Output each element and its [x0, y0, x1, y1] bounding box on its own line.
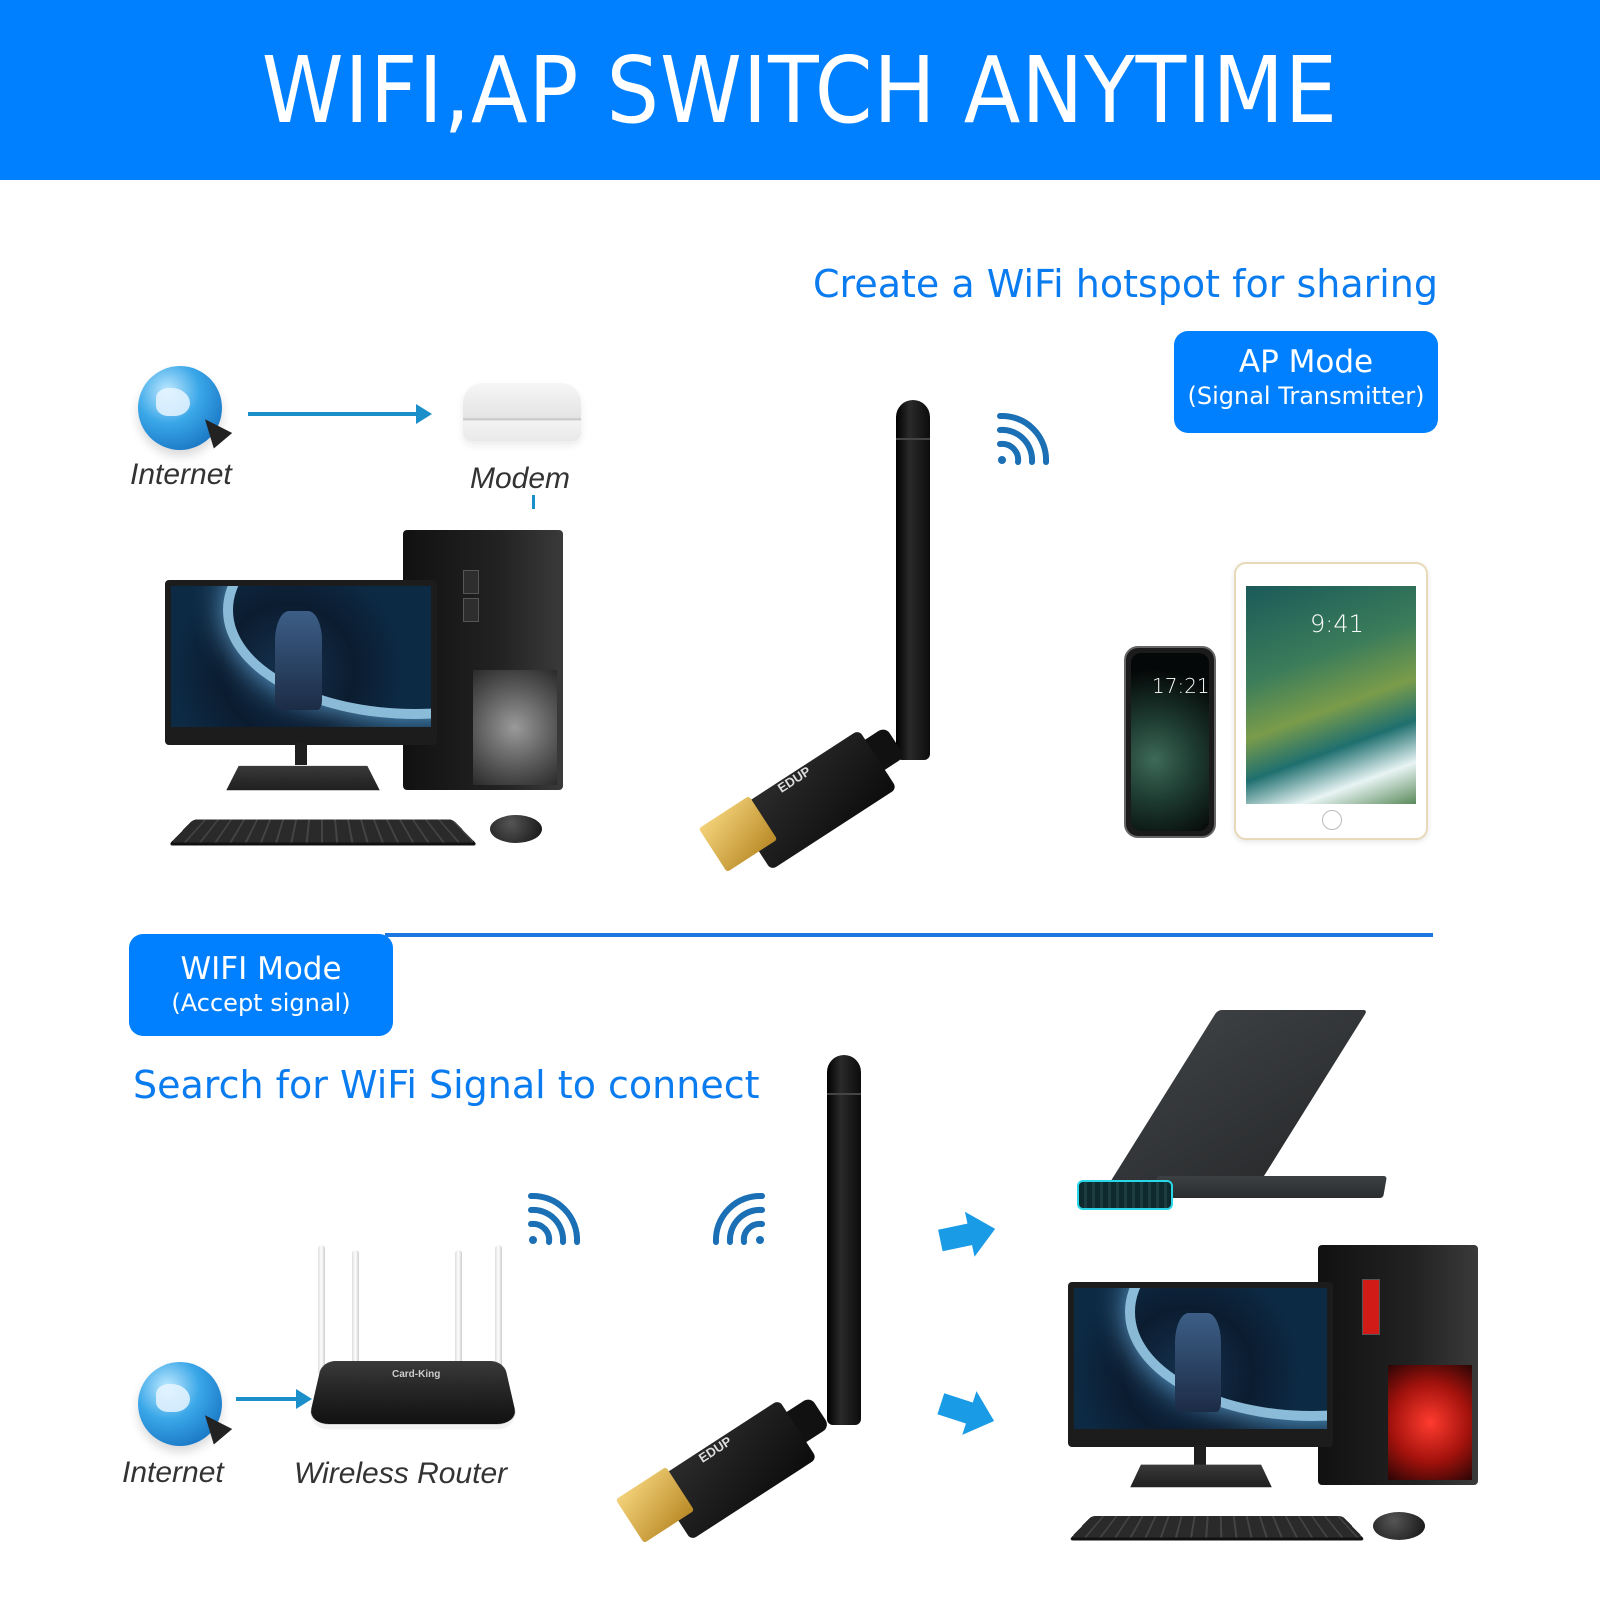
- wifi-mode-badge: WIFI Mode (Accept signal): [129, 934, 393, 1036]
- header-banner: WIFI,AP SWITCH ANYTIME: [0, 0, 1600, 180]
- wifi-signal-icon: [997, 412, 1050, 465]
- smartphone: 17:21: [1124, 646, 1216, 838]
- cursor-icon: [195, 1407, 233, 1445]
- antenna: [827, 1055, 861, 1425]
- mouse: [490, 815, 542, 843]
- usb-wifi-adapter-wifi: EDUP: [615, 1055, 915, 1555]
- wifi-caption: Search for WiFi Signal to connect: [133, 1063, 760, 1107]
- ap-mode-subtitle: (Signal Transmitter): [1187, 382, 1425, 410]
- desktop-pc-image: [1068, 1240, 1478, 1550]
- arrow-right-icon: [248, 404, 432, 424]
- monitor: [1068, 1282, 1333, 1447]
- router-icon: Card-King: [306, 1245, 520, 1435]
- wifi-mode-subtitle: (Accept signal): [171, 989, 351, 1017]
- wifi-signal-icon: [528, 1192, 581, 1245]
- arrow-right-icon: [938, 1222, 976, 1252]
- cursor-icon: [195, 411, 233, 449]
- ap-caption: Create a WiFi hotspot for sharing: [813, 262, 1438, 306]
- wifi-mode-title: WIFI Mode: [180, 951, 342, 987]
- arrow-right-icon: [937, 1393, 977, 1425]
- keyboard: [1071, 1516, 1363, 1538]
- page-title: WIFI,AP SWITCH ANYTIME: [261, 36, 1339, 144]
- globe-icon: [138, 1362, 233, 1446]
- tablet: 9:41: [1234, 562, 1428, 840]
- modem-label: Modem: [470, 462, 571, 495]
- usb-wifi-adapter-ap: EDUP: [698, 400, 1000, 890]
- connector-line: [532, 495, 535, 509]
- keyboard: [170, 819, 476, 843]
- arrow-right-icon: [236, 1389, 312, 1409]
- laptop: [1075, 1000, 1405, 1220]
- monitor: [165, 580, 437, 745]
- section-divider: [385, 933, 1433, 937]
- router-label: Wireless Router: [294, 1457, 508, 1490]
- internet-label: Internet: [122, 1456, 224, 1489]
- modem-icon: [463, 383, 581, 441]
- phone-clock: 17:21: [1152, 674, 1210, 698]
- desktop-pc-image: [165, 525, 575, 865]
- globe-icon: [138, 366, 233, 450]
- pc-tower: [1318, 1245, 1478, 1485]
- antenna: [896, 400, 930, 760]
- mouse: [1373, 1512, 1425, 1540]
- wifi-signal-receive-icon: [712, 1192, 765, 1245]
- ap-mode-title: AP Mode: [1238, 344, 1374, 380]
- tablet-clock: 9:41: [1310, 610, 1364, 638]
- ap-mode-badge: AP Mode (Signal Transmitter): [1174, 331, 1438, 433]
- router-brand: Card-King: [392, 1369, 441, 1380]
- internet-label: Internet: [130, 458, 232, 491]
